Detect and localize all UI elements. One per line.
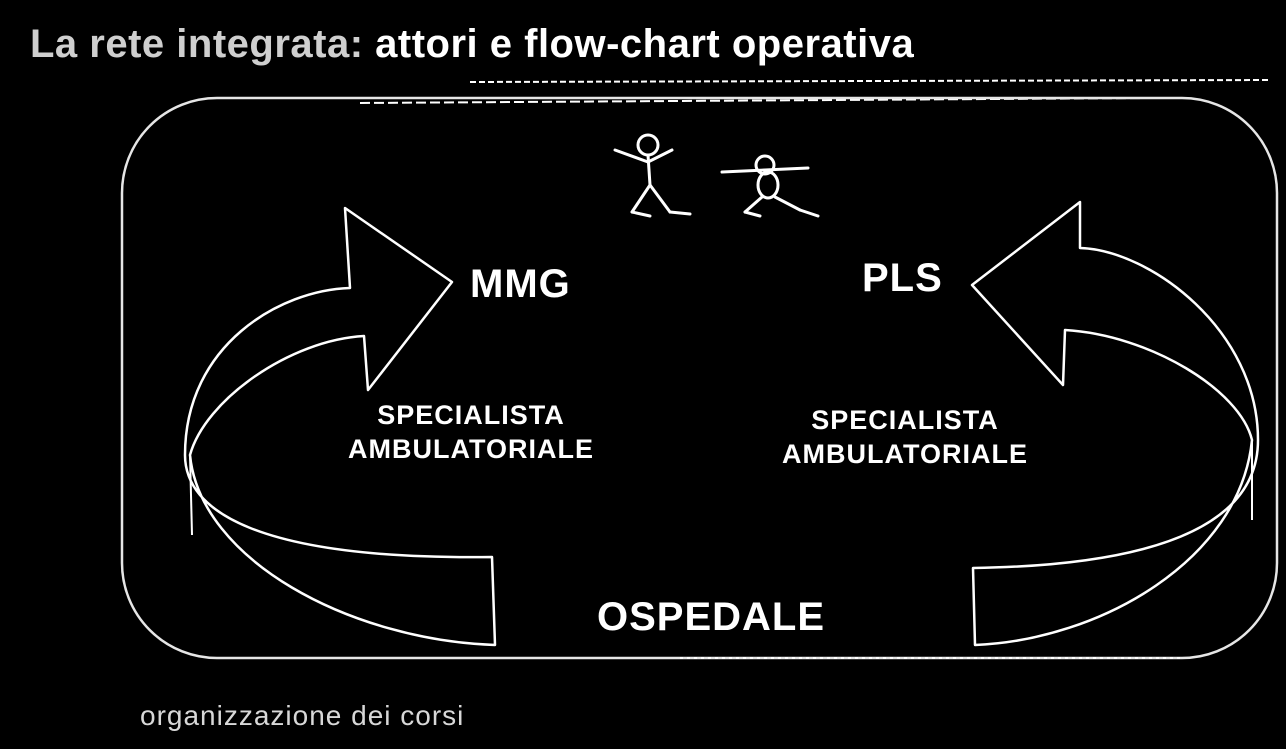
title-underline <box>469 79 1271 83</box>
node-pls: PLS <box>862 256 943 300</box>
specialista-left-line2: AMBULATORIALE <box>348 434 594 464</box>
node-specialista-right: SPECIALISTA AMBULATORIALE <box>782 403 1028 471</box>
stick-figure-icon <box>613 133 692 218</box>
specialista-right-line2: AMBULATORIALE <box>782 439 1028 469</box>
left-arrow-edge <box>189 454 193 536</box>
node-ospedale: OSPEDALE <box>597 595 826 639</box>
right-cycle-arrow <box>970 200 1260 647</box>
specialista-right-line1: SPECIALISTA <box>811 405 999 435</box>
title-faded-part: La rete integrata: <box>30 22 364 66</box>
running-figure-icon <box>720 154 820 218</box>
footer-text: organizzazione dei corsi <box>140 700 465 731</box>
specialista-left-line1: SPECIALISTA <box>377 400 565 430</box>
node-specialista-left: SPECIALISTA AMBULATORIALE <box>348 398 594 466</box>
outer-frame <box>120 96 1279 660</box>
slide-title: La rete integrata: attori e flow-chart o… <box>30 22 914 67</box>
left-cycle-arrow <box>183 206 497 647</box>
node-mmg: MMG <box>470 262 571 306</box>
title-bold-part: attori e flow-chart operativa <box>363 22 915 66</box>
